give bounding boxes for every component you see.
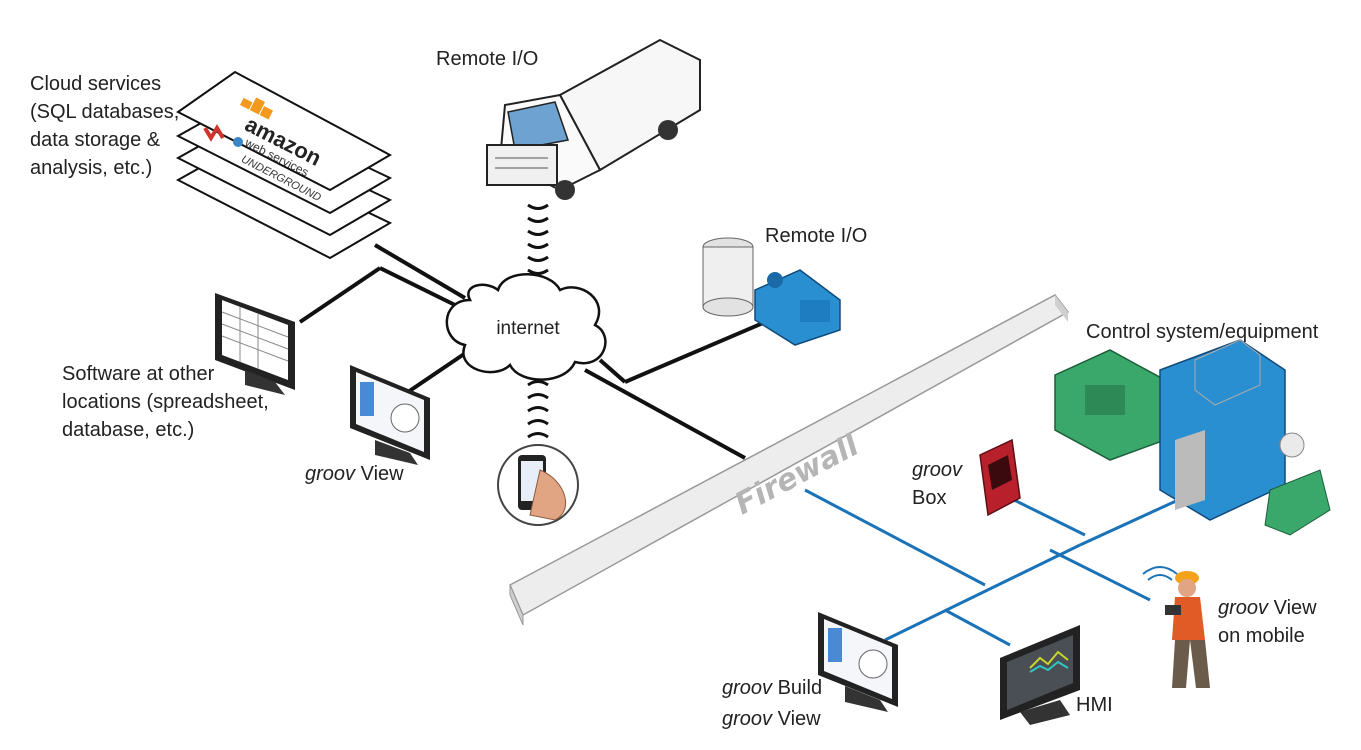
internet-links	[298, 243, 771, 460]
worker-icon	[1165, 571, 1210, 688]
plant-links	[804, 488, 1201, 647]
wireless-phone	[527, 380, 549, 439]
groov-view-monitor-icon	[350, 365, 430, 465]
internet-cloud: internet	[445, 273, 607, 381]
internet-label: internet	[496, 318, 560, 339]
control-system-label: Control system/equipment	[1086, 321, 1319, 343]
groov-view-bottom-label: groov View	[722, 708, 821, 730]
phone-icon	[497, 444, 579, 526]
remote-io-truck-label: Remote I/O	[436, 48, 539, 70]
pump-icon	[702, 237, 841, 346]
groov-box-label: groov Box	[912, 459, 963, 509]
hmi-monitor-icon	[1000, 625, 1080, 725]
link-groovview-internet	[406, 348, 472, 394]
groov-build-monitor-icon	[818, 612, 898, 712]
control-system-icon	[1054, 339, 1331, 536]
underground-logo-icon	[203, 124, 225, 142]
groov-box-icon	[979, 438, 1021, 517]
remote-io-pump-label: Remote I/O	[765, 225, 868, 247]
truck-icon	[486, 38, 701, 200]
software-other-label: Software at other locations (spreadsheet…	[62, 363, 269, 441]
spreadsheet-monitor-icon	[215, 293, 295, 395]
groov-view-label: groov View	[305, 463, 404, 485]
wifi-icon	[1142, 566, 1178, 581]
link-internet-pump	[598, 358, 627, 384]
cloud-services-stack: amazon web services UNDERGROUND	[175, 70, 393, 260]
link-cloud-internet	[373, 243, 467, 300]
groov-build-label: groov Build	[722, 677, 823, 699]
wireless-truck	[527, 203, 549, 275]
groov-view-mobile-label: groov View on mobile	[1218, 597, 1317, 647]
link-software-internet	[298, 266, 382, 324]
link-internet-firewall	[584, 368, 746, 460]
link-pump-feed	[624, 318, 771, 384]
link-software-cloudnode	[379, 266, 456, 307]
hmi-label: HMI	[1076, 694, 1113, 716]
cloud-services-label: Cloud services (SQL databases, data stor…	[30, 73, 180, 179]
